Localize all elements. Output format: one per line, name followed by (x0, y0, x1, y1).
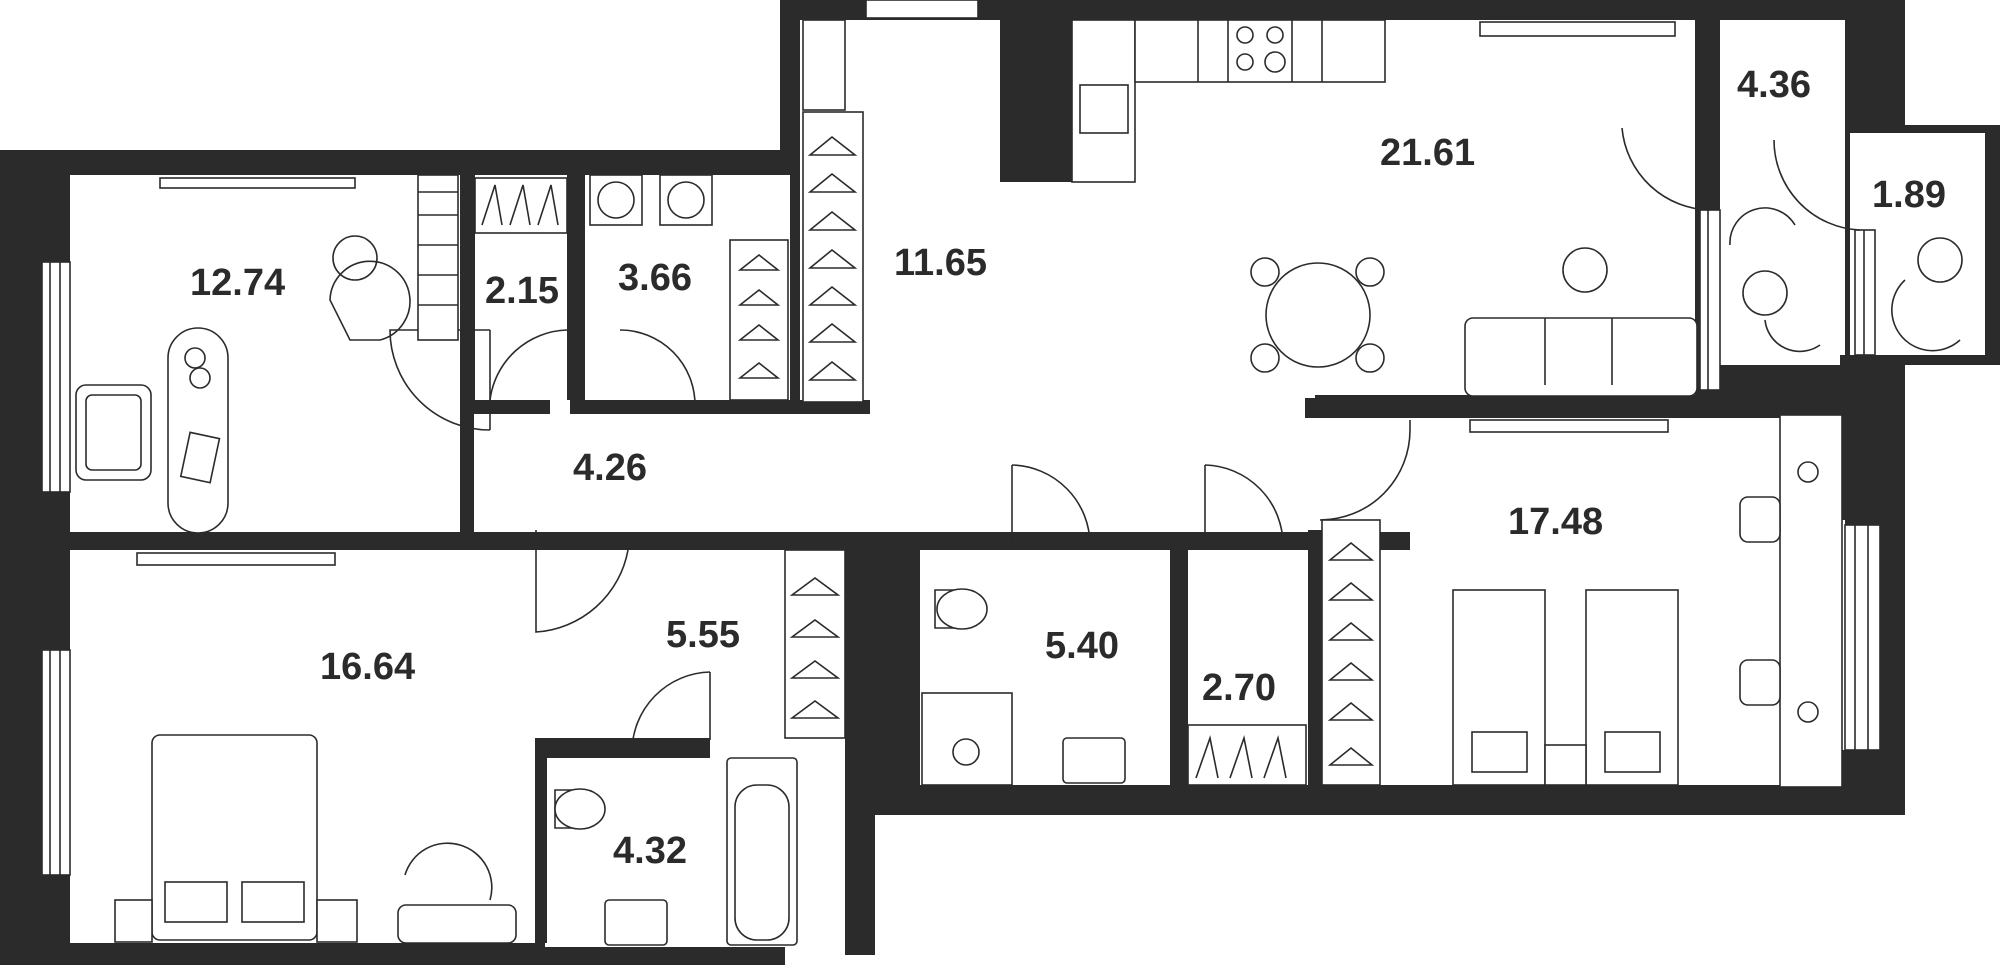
area-labels: 12.74 2.15 3.66 11.65 21.61 4.36 1.89 4.… (190, 64, 1946, 872)
room-area-label: 2.15 (485, 270, 559, 312)
room-area-label: 5.40 (1045, 625, 1119, 667)
room-area-label: 2.70 (1202, 667, 1276, 709)
room-area-label: 3.66 (618, 257, 692, 299)
room-area-label: 12.74 (190, 262, 285, 304)
furniture (75, 19, 1963, 946)
room-area-label: 1.89 (1872, 174, 1946, 216)
room-area-label: 5.55 (666, 614, 740, 656)
room-area-label: 21.61 (1380, 132, 1475, 174)
room-area-label: 11.65 (894, 242, 987, 284)
windows (41, 0, 1881, 876)
room-area-label: 4.32 (613, 830, 687, 872)
room-area-label: 16.64 (320, 646, 415, 688)
room-area-label: 17.48 (1508, 501, 1603, 543)
interior-walls (70, 20, 1905, 955)
room-area-label: 4.26 (573, 447, 647, 489)
doors (389, 127, 1861, 753)
room-area-label: 4.36 (1737, 64, 1811, 106)
